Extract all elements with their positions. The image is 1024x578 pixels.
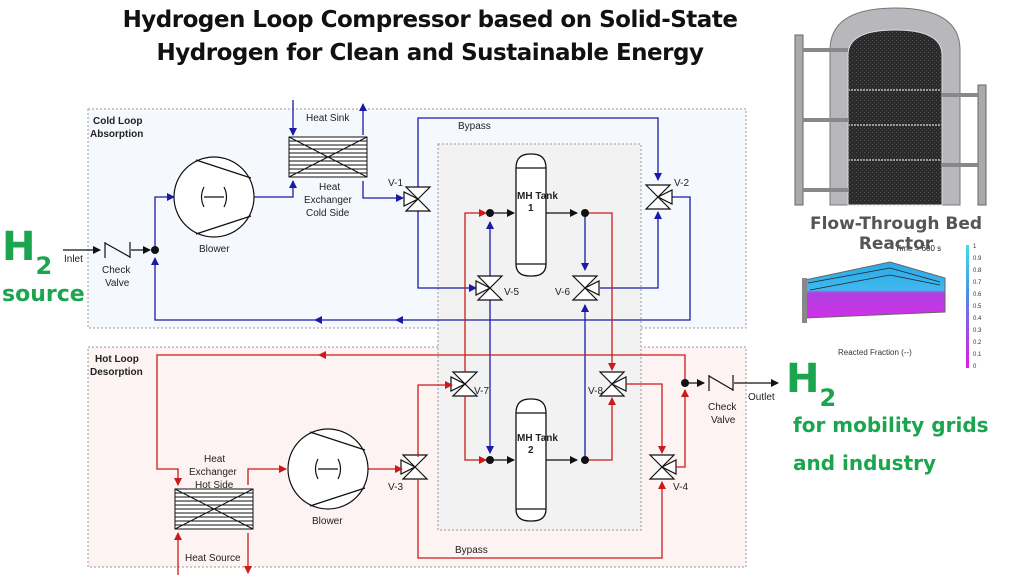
hx-hot-label-2: Exchanger [189,467,237,478]
hot-bypass-label: Bypass [455,545,488,556]
hx-cold-label-3: Cold Side [306,208,350,219]
colorbar-label: Reacted Fraction (--) [838,348,912,357]
tank-2-label: MH Tank [517,433,558,444]
mh-tank-2[interactable] [515,398,547,522]
blower-cold [173,156,255,238]
cold-loop-subtitle: Absorption [90,129,143,140]
destination-line-2: and industry [793,451,937,475]
heat-source-label: Heat Source [185,553,241,564]
h2-destination: H2 [786,356,837,412]
heat-exchanger-cold [288,136,368,178]
heat-exchanger-hot [174,488,254,530]
colorbar-tick: 0.2 [973,340,982,346]
destination-line-1: for mobility grids [793,413,989,437]
cold-bypass-label: Bypass [458,121,491,132]
colorbar [966,245,969,368]
blower-hot-label: Blower [312,516,343,527]
reactor-time-label: Time = 600 s [895,244,941,253]
inlet-junction [151,246,159,254]
title-line-1: Hydrogen Loop Compressor based on Solid-… [122,7,738,33]
v2-label: V-2 [674,178,689,189]
reactor-render [794,7,987,206]
hot-loop-subtitle: Desorption [90,367,143,378]
title-line-2: Hydrogen for Clean and Sustainable Energ… [156,40,704,66]
blower-hot [287,428,369,510]
outlet-check-valve-label-2: Valve [711,415,736,426]
hx-hot-label-3: Hot Side [195,480,234,491]
valve-v3[interactable] [400,454,429,480]
v3-label: V-3 [388,482,403,493]
colorbar-tick: 0.6 [973,292,982,298]
colorbar-tick: 0.5 [973,304,982,310]
inlet-label: Inlet [64,254,83,265]
hot-loop-title: Hot Loop [95,354,139,365]
tank-1-number: 1 [528,203,534,214]
tank-2-number: 2 [528,445,534,456]
v6-label: V-6 [555,287,570,298]
outlet-label: Outlet [748,392,775,403]
tank-1-label: MH Tank [517,191,558,202]
valve-v2[interactable] [644,184,673,210]
blower-cold-label: Blower [199,244,230,255]
v8-label: V-8 [588,386,603,397]
reactor-title: Flow-Through Bed Reactor [809,214,983,254]
heat-sink-label: Heat Sink [306,113,350,124]
outlet-junction [681,379,689,387]
colorbar-tick: 1 [973,244,977,250]
bed-simulation [802,261,946,323]
valve-v8[interactable] [598,371,627,397]
valve-v5[interactable] [475,275,504,301]
outlet-check-valve-label-1: Check [708,402,737,413]
valve-v4[interactable] [648,454,677,480]
hx-cold-label-1: Heat [319,182,340,193]
check-valve-label-2: Valve [105,278,130,289]
colorbar-tick: 0.3 [973,328,982,334]
source-label: source [2,282,85,307]
colorbar-tick: 0.1 [973,352,982,358]
h2-source: H2 [2,224,53,280]
valve-v6[interactable] [571,275,600,301]
hx-hot-label-1: Heat [204,454,225,465]
v1-label: V-1 [388,178,403,189]
colorbar-tick: 0.8 [973,268,982,274]
cold-loop-title: Cold Loop [93,116,142,127]
check-valve-label-1: Check [102,265,131,276]
mh-tank-1[interactable] [515,153,547,277]
hx-cold-label-2: Exchanger [304,195,352,206]
v4-label: V-4 [673,482,688,493]
valve-v7[interactable] [450,371,479,397]
colorbar-tick: 0.4 [973,316,982,322]
v7-label: V-7 [474,386,489,397]
colorbar-tick: 0 [973,364,977,370]
colorbar-tick: 0.7 [973,280,982,286]
page-title: Hydrogen Loop Compressor based on Solid-… [100,4,760,70]
valve-v1[interactable] [403,186,432,212]
v5-label: V-5 [504,287,519,298]
colorbar-tick: 0.9 [973,256,982,262]
